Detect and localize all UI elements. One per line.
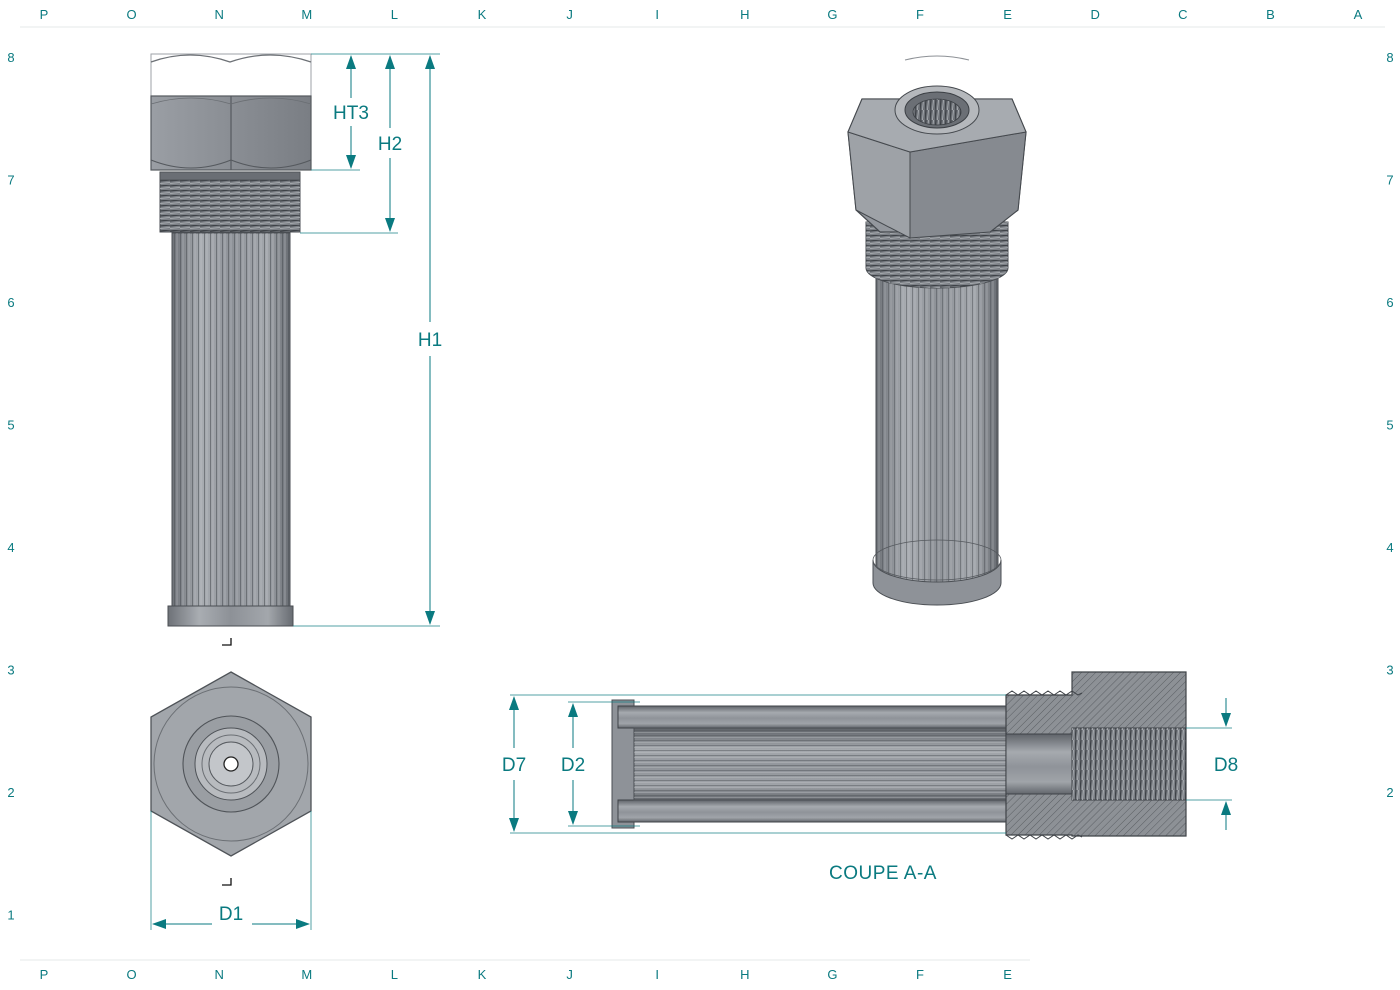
border-col-bottom-g: G: [827, 967, 837, 982]
thread-front: [159, 171, 301, 233]
section-mark-a-bottom: [222, 878, 232, 886]
border-col-top-o: O: [127, 7, 137, 22]
border-col-bottom-p: P: [40, 967, 49, 982]
dim-label-d7: D7: [502, 755, 526, 776]
border-col-top-a: A: [1354, 7, 1363, 22]
border-col-top-h: H: [740, 7, 749, 22]
dim-label-d1: D1: [219, 904, 243, 925]
border-col-top-i: I: [655, 7, 659, 22]
end-cap-front: [167, 605, 294, 627]
dim-label-ht3: HT3: [333, 103, 369, 124]
border-col-top-c: C: [1178, 7, 1187, 22]
dim-label-d8: D8: [1214, 755, 1238, 776]
border-col-bottom-e: E: [1003, 967, 1012, 982]
hex-nut-front: [150, 95, 312, 171]
border-col-top-d: D: [1091, 7, 1100, 22]
border-col-top-n: N: [215, 7, 224, 22]
top-view: [150, 671, 312, 857]
border-row-left-5: 5: [7, 418, 14, 433]
border-col-bottom-m: M: [301, 967, 312, 982]
dim-label-h1: H1: [418, 330, 442, 351]
border-col-top-l: L: [391, 7, 398, 22]
isometric-view: [847, 55, 1027, 606]
section-view-a-a: [611, 671, 1187, 840]
border-col-bottom-o: O: [127, 967, 137, 982]
border-col-top-g: G: [827, 7, 837, 22]
border-row-right-4: 4: [1386, 540, 1393, 555]
border-col-top-b: B: [1266, 7, 1275, 22]
border-col-top-e: E: [1003, 7, 1012, 22]
border-col-bottom-n: N: [215, 967, 224, 982]
border-col-bottom-l: L: [391, 967, 398, 982]
border-col-top-k: K: [478, 7, 487, 22]
dimension-lines-top: [150, 811, 312, 930]
border-row-left-2: 2: [7, 785, 14, 800]
border-row-left-7: 7: [7, 173, 14, 188]
dimension-lines-section: [509, 694, 1232, 834]
dim-label-h2: H2: [378, 134, 402, 155]
border-col-top-p: P: [40, 7, 49, 22]
border-col-bottom-k: K: [478, 967, 487, 982]
border-row-right-7: 7: [1386, 173, 1393, 188]
border-row-left-4: 4: [7, 540, 14, 555]
border-row-left-3: 3: [7, 663, 14, 678]
border-frame-lines: [20, 26, 1385, 961]
border-col-top-m: M: [301, 7, 312, 22]
border-col-bottom-f: F: [916, 967, 924, 982]
dim-label-d2: D2: [561, 755, 585, 776]
border-right-row-labels: 8 7 6 5 4 3 2: [1386, 50, 1393, 800]
border-row-right-3: 3: [1386, 663, 1393, 678]
border-row-right-8: 8: [1386, 50, 1393, 65]
border-col-top-f: F: [916, 7, 924, 22]
border-left-row-labels: 8 7 6 5 4 3 2 1: [7, 50, 14, 923]
section-caption: COUPE A-A: [829, 863, 937, 884]
border-col-top-j: J: [566, 7, 573, 22]
border-row-right-2: 2: [1386, 785, 1393, 800]
filter-element-front: [171, 232, 291, 608]
front-view: [150, 53, 312, 627]
section-mark-a-top: [222, 638, 232, 646]
border-row-left-1: 1: [7, 908, 14, 923]
border-col-bottom-i: I: [655, 967, 659, 982]
border-col-bottom-h: H: [740, 967, 749, 982]
border-row-left-6: 6: [7, 295, 14, 310]
border-row-right-5: 5: [1386, 418, 1393, 433]
border-row-left-8: 8: [7, 50, 14, 65]
border-col-bottom-j: J: [566, 967, 573, 982]
border-row-right-6: 6: [1386, 295, 1393, 310]
dimension-lines-front: [293, 53, 440, 627]
